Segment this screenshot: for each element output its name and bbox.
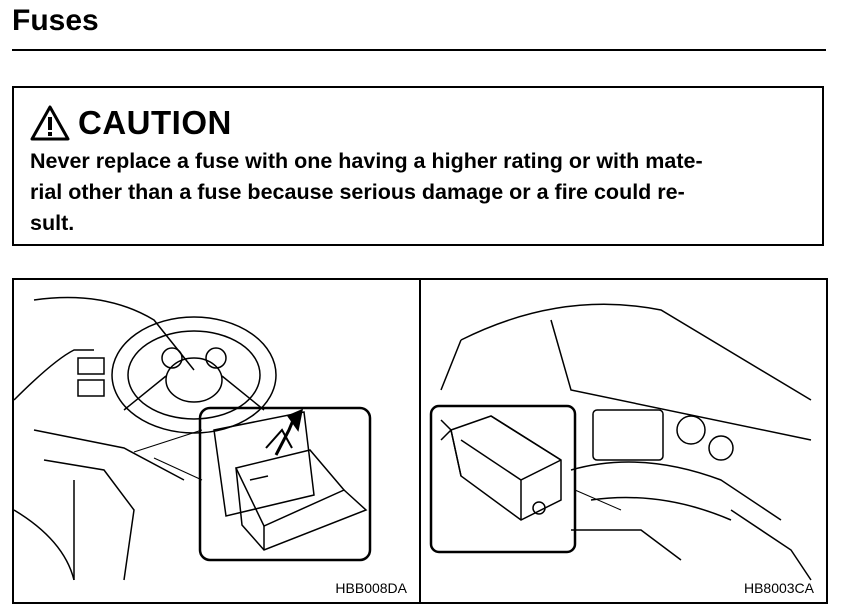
figure-interior-fuse-box: HBB008DA (14, 280, 419, 602)
caution-line: rial other than a fuse because serious d… (30, 180, 685, 204)
figure-code: HB8003CA (743, 580, 814, 596)
caution-heading: CAUTION (30, 104, 232, 142)
caution-box: CAUTION Never replace a fuse with one ha… (12, 86, 824, 246)
figure-engine-fuse-box: HB8003CA (421, 280, 826, 602)
engine-fuse-box-illustration (429, 303, 812, 581)
interior-fuse-box-illustration (14, 296, 372, 581)
warning-triangle-icon (30, 105, 70, 141)
figure-code: HBB008DA (335, 580, 407, 596)
caution-label: CAUTION (78, 104, 232, 141)
figure-panel: HBB008DA (12, 278, 828, 604)
caution-line: Never replace a fuse with one having a h… (30, 149, 703, 173)
figure-divider (419, 280, 421, 602)
page-title: Fuses (12, 4, 99, 37)
caution-line: sult. (30, 211, 75, 235)
title-rule (12, 49, 826, 51)
caution-text: Never replace a fuse with one having a h… (30, 146, 810, 239)
